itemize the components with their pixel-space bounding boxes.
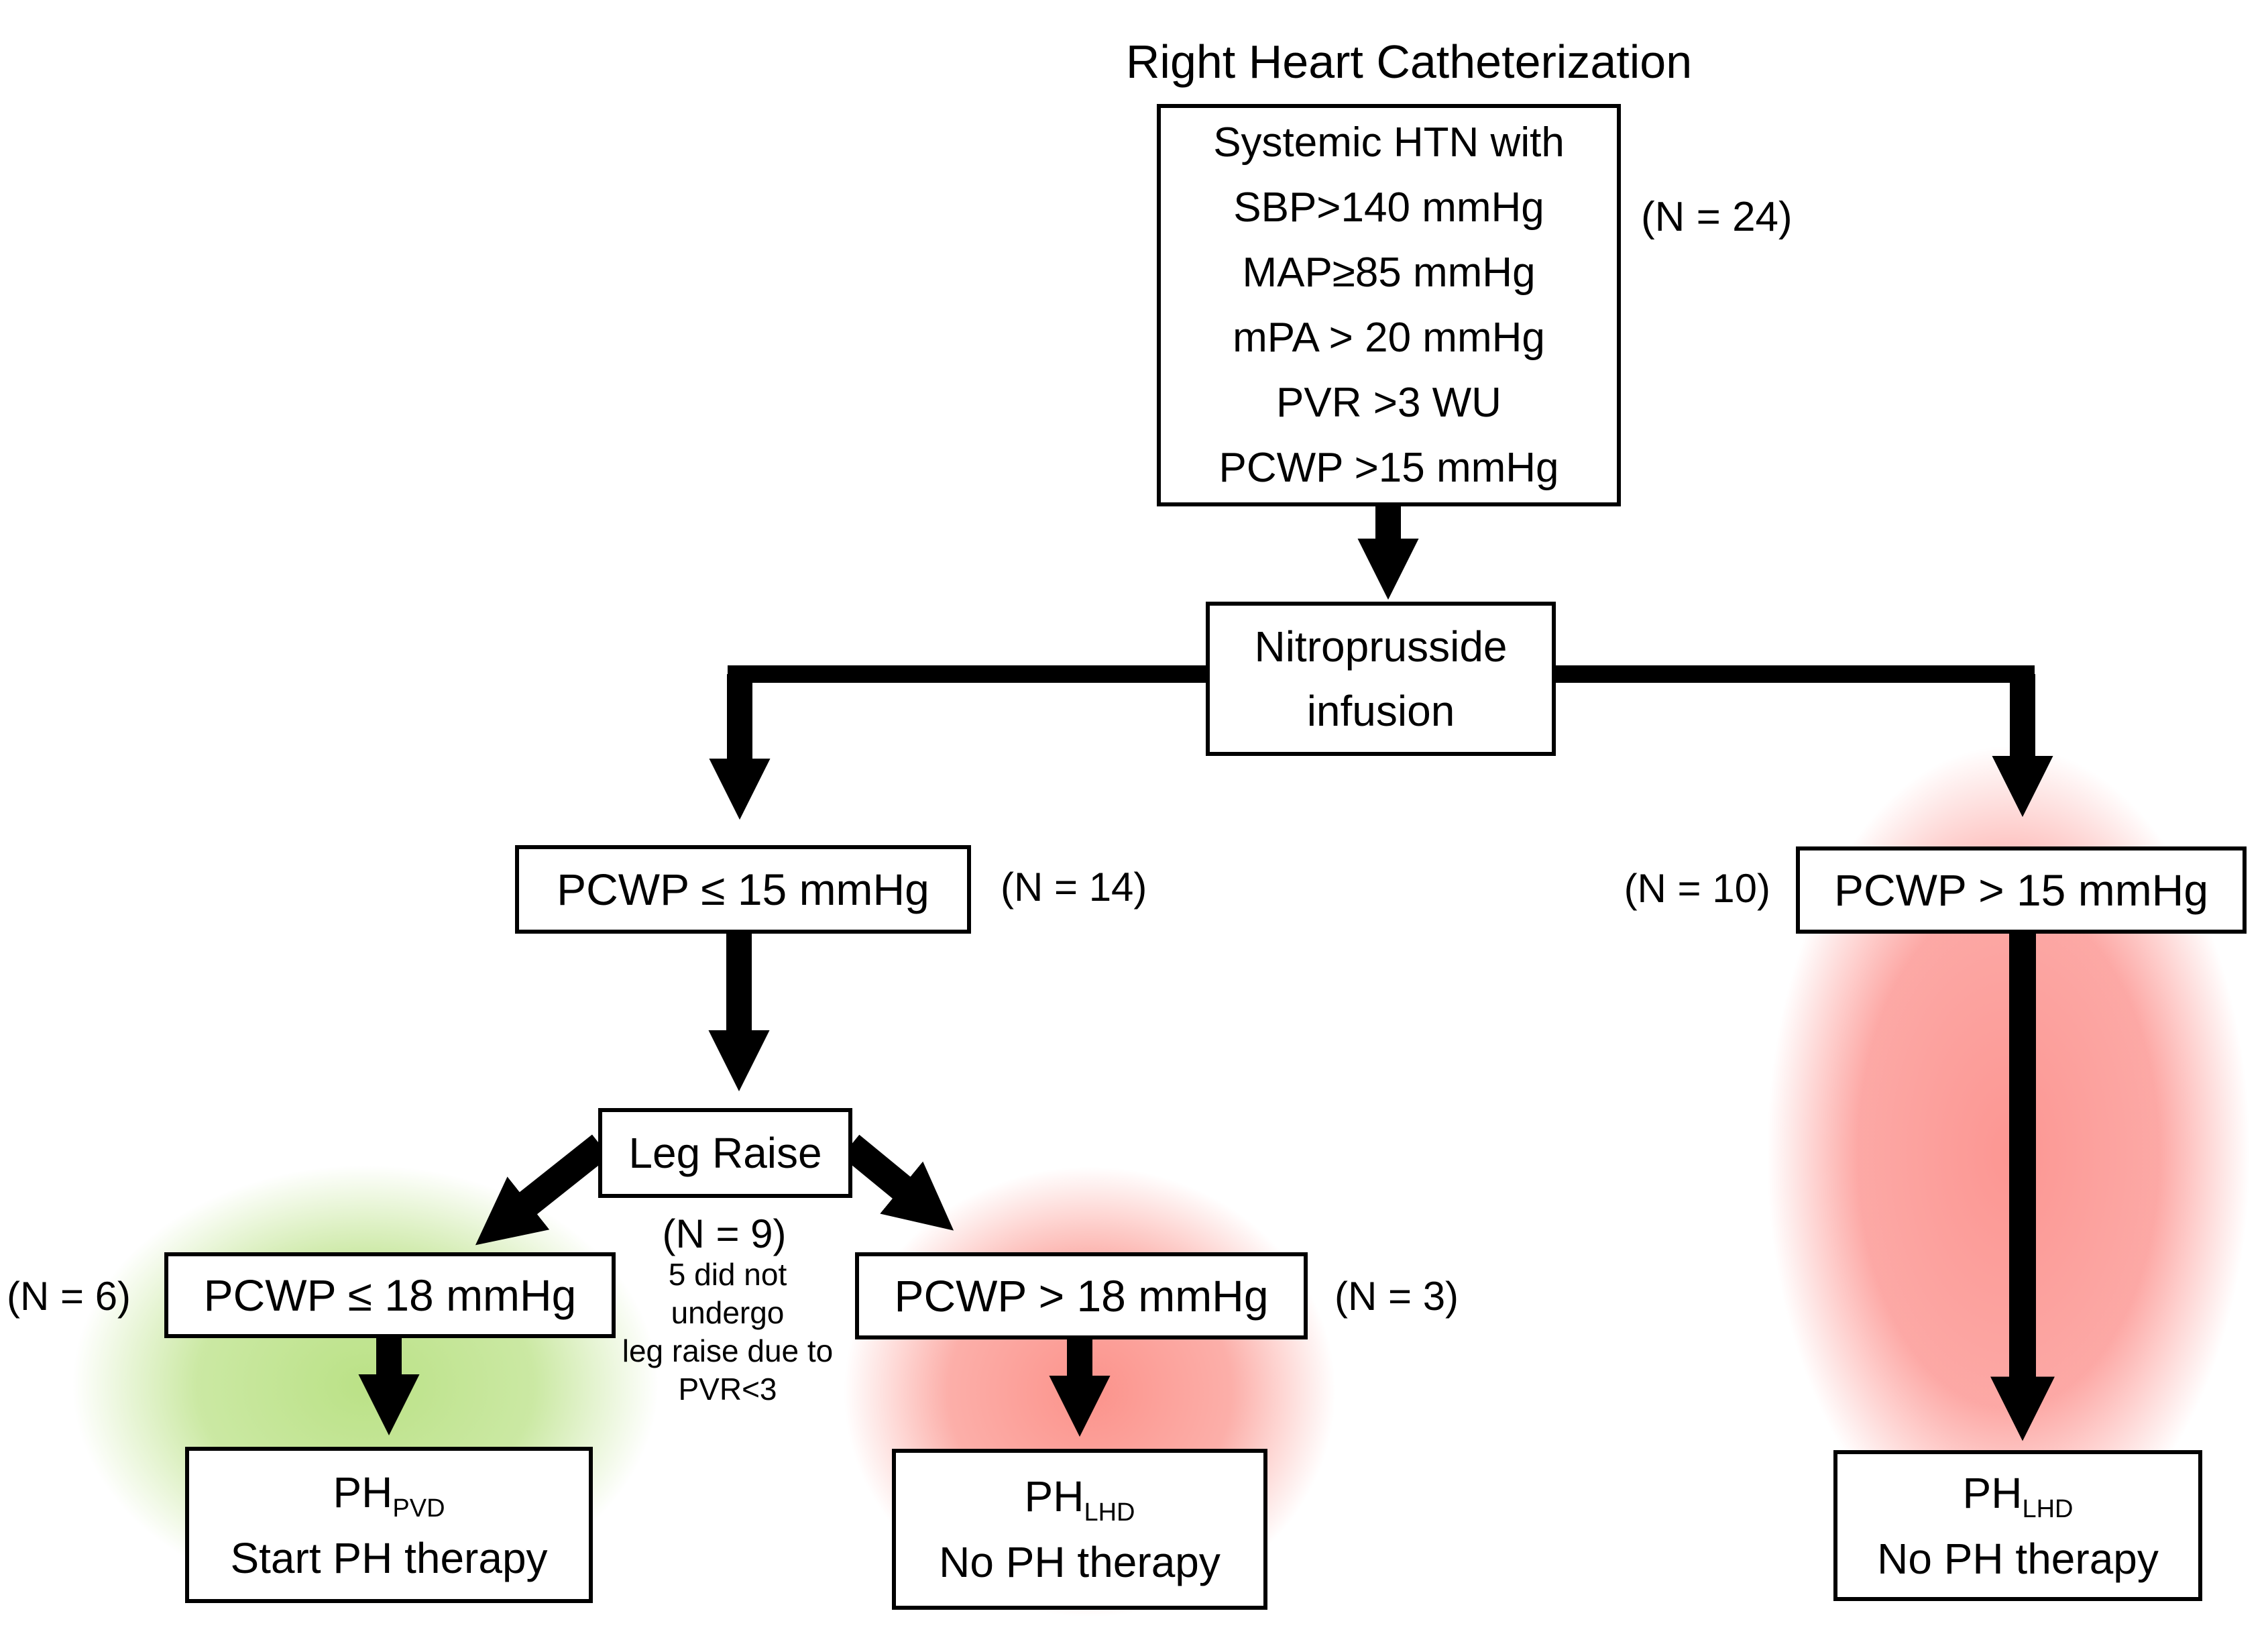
pcwp-le-15-label: PCWP ≤ 15 mmHg xyxy=(557,864,929,914)
pcwp-le-15-box: PCWP ≤ 15 mmHg xyxy=(515,845,971,934)
leg-raise-note-line: undergo xyxy=(671,1295,785,1330)
leg-raise-note-line: 5 did not xyxy=(668,1257,787,1292)
ph-pvd-title: PHPVD xyxy=(333,1460,445,1525)
ph-lhd-right-action: No PH therapy xyxy=(1877,1534,2159,1583)
ph-lhd-mid-main: PH xyxy=(1024,1472,1084,1521)
criteria-line: MAP≥85 mmHg xyxy=(1242,250,1536,296)
criteria-line: mPA > 20 mmHg xyxy=(1233,315,1545,361)
criteria-line: PVR >3 WU xyxy=(1276,380,1501,426)
ph-lhd-mid-sub: LHD xyxy=(1084,1498,1135,1527)
n-label-14: (N = 14) xyxy=(1001,865,1147,910)
nitroprusside-box: Nitroprusside infusion xyxy=(1206,602,1556,756)
nitroprusside-line: infusion xyxy=(1306,687,1455,735)
nitroprusside-line: Nitroprusside xyxy=(1254,622,1508,671)
leg-raise-box: Leg Raise xyxy=(598,1108,852,1198)
ph-lhd-right-main: PH xyxy=(1962,1468,2023,1517)
n-label-24: (N = 24) xyxy=(1641,194,1793,240)
ph-lhd-right-box: PHLHD No PH therapy xyxy=(1833,1450,2202,1601)
criteria-line: SBP>140 mmHg xyxy=(1233,184,1544,231)
arrow-leg-raise-to-pcwp-le-18 xyxy=(475,1134,610,1246)
leg-raise-note-line: PVR<3 xyxy=(678,1372,777,1407)
n-label-3: (N = 3) xyxy=(1335,1274,1459,1319)
criteria-line: PCWP >15 mmHg xyxy=(1218,445,1559,491)
criteria-line: Systemic HTN with xyxy=(1213,119,1565,166)
n-label-10: (N = 10) xyxy=(1624,866,1770,911)
pcwp-gt-18-label: PCWP > 18 mmHg xyxy=(894,1270,1269,1321)
pcwp-gt-15-box: PCWP > 15 mmHg xyxy=(1796,846,2247,934)
leg-raise-label: Leg Raise xyxy=(628,1128,822,1177)
ph-pvd-sub: PVD xyxy=(392,1494,445,1523)
ph-lhd-right-sub: LHD xyxy=(2022,1494,2074,1523)
ph-lhd-right-title: PHLHD xyxy=(1963,1460,2074,1526)
ph-pvd-action: Start PH therapy xyxy=(230,1533,548,1582)
leg-raise-note: 5 did not undergo leg raise due to PVR<3 xyxy=(593,1256,862,1409)
pcwp-le-18-label: PCWP ≤ 18 mmHg xyxy=(203,1270,577,1320)
criteria-box: Systemic HTN with SBP>140 mmHg MAP≥85 mm… xyxy=(1157,104,1621,506)
pcwp-gt-18-box: PCWP > 18 mmHg xyxy=(855,1252,1308,1339)
arrow-leg-raise-to-pcwp-gt-18 xyxy=(841,1134,954,1231)
ph-pvd-box: PHPVD Start PH therapy xyxy=(185,1447,593,1603)
ph-pvd-main: PH xyxy=(333,1468,393,1517)
n-label-6: (N = 6) xyxy=(7,1274,131,1319)
ph-lhd-mid-box: PHLHD No PH therapy xyxy=(892,1449,1267,1610)
pcwp-gt-15-label: PCWP > 15 mmHg xyxy=(1833,865,2209,915)
ph-lhd-mid-title: PHLHD xyxy=(1025,1464,1135,1529)
ph-lhd-mid-action: No PH therapy xyxy=(939,1538,1221,1586)
n-label-9: (N = 9) xyxy=(662,1211,787,1256)
leg-raise-note-line: leg raise due to xyxy=(622,1333,834,1368)
flowchart-title: Right Heart Catheterization xyxy=(1125,36,1693,88)
pcwp-le-18-box: PCWP ≤ 18 mmHg xyxy=(164,1252,616,1338)
